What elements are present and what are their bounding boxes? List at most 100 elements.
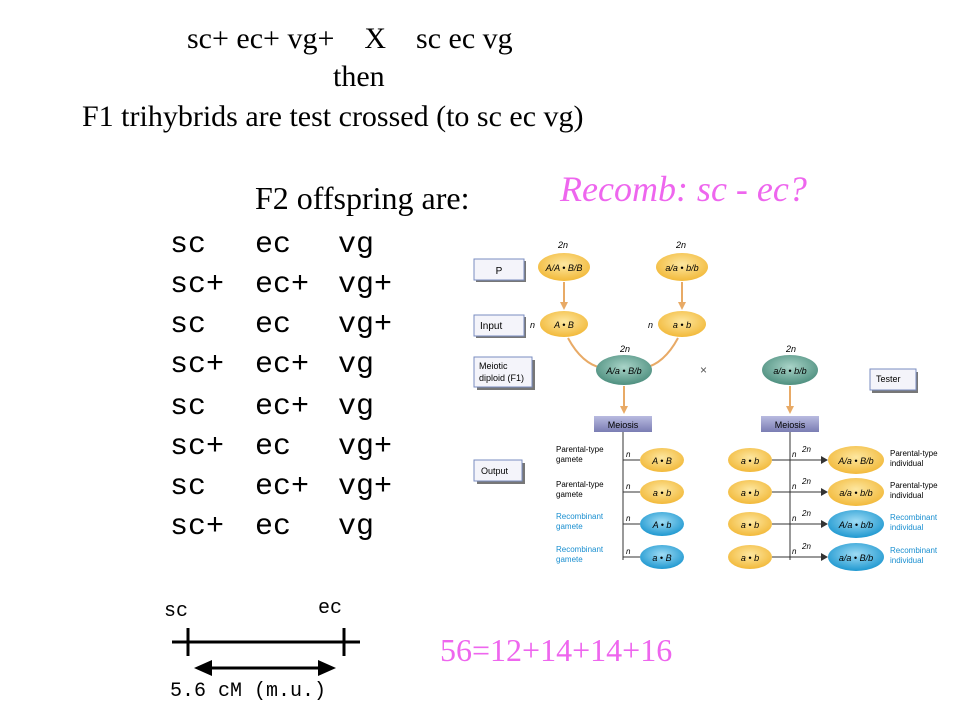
ec-allele: ec xyxy=(255,308,292,342)
offspring-sum: 56=12+14+14+16 xyxy=(440,632,673,668)
gamete-genotype: A • B xyxy=(651,456,672,466)
diploid-label: 2n xyxy=(619,344,630,354)
tester-gamete-cell xyxy=(728,545,772,569)
vg-allele: vg+ xyxy=(338,268,393,302)
arrow-head xyxy=(560,302,568,310)
sc-allele: sc xyxy=(170,390,207,424)
meiosis-box-right xyxy=(761,416,819,432)
sc-allele: sc xyxy=(170,470,207,504)
tester-cell xyxy=(762,355,818,385)
individual-type-label: individual xyxy=(890,556,924,565)
haploid-label: n xyxy=(792,514,797,523)
tester-gamete-genotype: a • b xyxy=(741,520,759,530)
parent-genotype-right: a/a • b/b xyxy=(665,263,698,273)
sc-allele: sc xyxy=(170,228,207,262)
arrow-head xyxy=(821,456,828,464)
sc-allele: sc+ xyxy=(170,510,225,544)
gamete-type-label: gamete xyxy=(556,522,583,531)
genetic-map: sc ec 5.6 cM (m.u.) xyxy=(164,597,360,703)
tester-gamete-genotype: a • b xyxy=(741,553,759,563)
f1-genotype: A/a • B/b xyxy=(605,366,641,376)
ec-allele: ec+ xyxy=(255,470,310,504)
offspring-row: sc+ ec vg xyxy=(170,510,374,544)
sc-allele: sc+ xyxy=(170,348,225,382)
gamete-type-label: Parental-type xyxy=(556,480,604,489)
haploid-label: n xyxy=(626,482,631,491)
individual-type-label: individual xyxy=(890,491,924,500)
ec-allele: ec xyxy=(255,430,292,464)
f2-offspring-heading: F2 offspring are: xyxy=(255,180,470,216)
diploid-label: 2n xyxy=(801,445,811,454)
arrow xyxy=(567,337,603,369)
stage-label-output: Output xyxy=(473,459,525,484)
parent-cell-right xyxy=(656,253,708,281)
vg-allele: vg+ xyxy=(338,308,393,342)
svg-text:Meiotic: Meiotic xyxy=(479,361,508,371)
vg-allele: vg xyxy=(338,510,375,544)
offspring-row: sc+ ec+ vg+ xyxy=(170,268,392,302)
ec-allele: ec xyxy=(255,228,292,262)
progeny-cell xyxy=(828,446,884,474)
haploid-label: n xyxy=(626,514,631,523)
tester-gamete-genotype: a • b xyxy=(741,488,759,498)
diploid-label: 2n xyxy=(785,344,796,354)
svg-text:Output: Output xyxy=(481,466,509,476)
input-gamete-left xyxy=(540,311,588,337)
gamete-type-label: Recombinant xyxy=(556,545,604,554)
cross-statement: sc+ ec+ vg+ X sc ec vg xyxy=(187,22,513,55)
ec-allele: ec+ xyxy=(255,268,310,302)
gamete-cell xyxy=(640,545,684,569)
testcross-diagram: P Input Meiotic diploid (F1) Output Test… xyxy=(473,240,938,571)
sc-allele: sc+ xyxy=(170,430,225,464)
offspring-row: sc+ec+vg xyxy=(170,348,374,382)
gamete-type-label: gamete xyxy=(556,490,583,499)
progeny-cell xyxy=(828,510,884,538)
svg-text:P: P xyxy=(496,266,503,277)
individual-type-label: individual xyxy=(890,459,924,468)
haploid-label: n xyxy=(626,547,631,556)
individual-type-label: Recombinant xyxy=(890,513,938,522)
offspring-row: sc ec vg+ xyxy=(170,308,392,342)
gamete-type-label: Parental-type xyxy=(556,445,604,454)
vg-allele: vg+ xyxy=(338,470,393,504)
ec-allele: ec xyxy=(255,510,292,544)
meiosis-box-left xyxy=(594,416,652,432)
progeny-cell xyxy=(828,543,884,571)
arrow-head xyxy=(821,488,828,496)
gamete-type-label: Recombinant xyxy=(556,512,604,521)
stage-label-tester: Tester xyxy=(869,368,918,393)
f1-testcross-statement: F1 trihybrids are test crossed (to sc ec… xyxy=(82,100,584,133)
gamete-cell xyxy=(640,480,684,504)
offspring-row: sc ec vg xyxy=(170,228,374,262)
progeny-genotype: a/a • b/b xyxy=(839,488,872,498)
ec-locus-label: ec xyxy=(318,597,342,620)
gamete-genotype: a • b xyxy=(653,488,671,498)
vg-allele: vg xyxy=(338,390,375,424)
individual-type-label: Parental-type xyxy=(890,449,938,458)
progeny-cell xyxy=(828,478,884,506)
input-genotype-left: A • B xyxy=(553,320,574,330)
haploid-label: n xyxy=(626,450,631,459)
gamete-cell xyxy=(640,512,684,536)
parent-cell-left xyxy=(538,253,590,281)
sc-allele: sc xyxy=(170,308,207,342)
arrow-head xyxy=(678,302,686,310)
input-genotype-right: a • b xyxy=(673,320,691,330)
progeny-genotype: A/a • B/b xyxy=(837,456,873,466)
diploid-label: 2n xyxy=(801,477,811,486)
stage-label-input: Input xyxy=(473,314,526,338)
meiosis-label: Meiosis xyxy=(608,420,639,430)
vg-allele: vg xyxy=(338,228,375,262)
sc-allele: sc+ xyxy=(170,268,225,302)
haploid-label: n xyxy=(792,450,797,459)
tester-genotype: a/a • b/b xyxy=(773,366,806,376)
distance-arrowhead-right xyxy=(318,660,336,676)
haploid-label: n xyxy=(648,320,653,330)
sc-locus-label: sc xyxy=(164,600,188,623)
arrow-head xyxy=(821,553,828,561)
tester-gamete-cell xyxy=(728,480,772,504)
progeny-genotype: A/a • b/b xyxy=(838,520,873,530)
svg-text:diploid (F1): diploid (F1) xyxy=(479,373,524,383)
individual-type-label: Recombinant xyxy=(890,546,938,555)
